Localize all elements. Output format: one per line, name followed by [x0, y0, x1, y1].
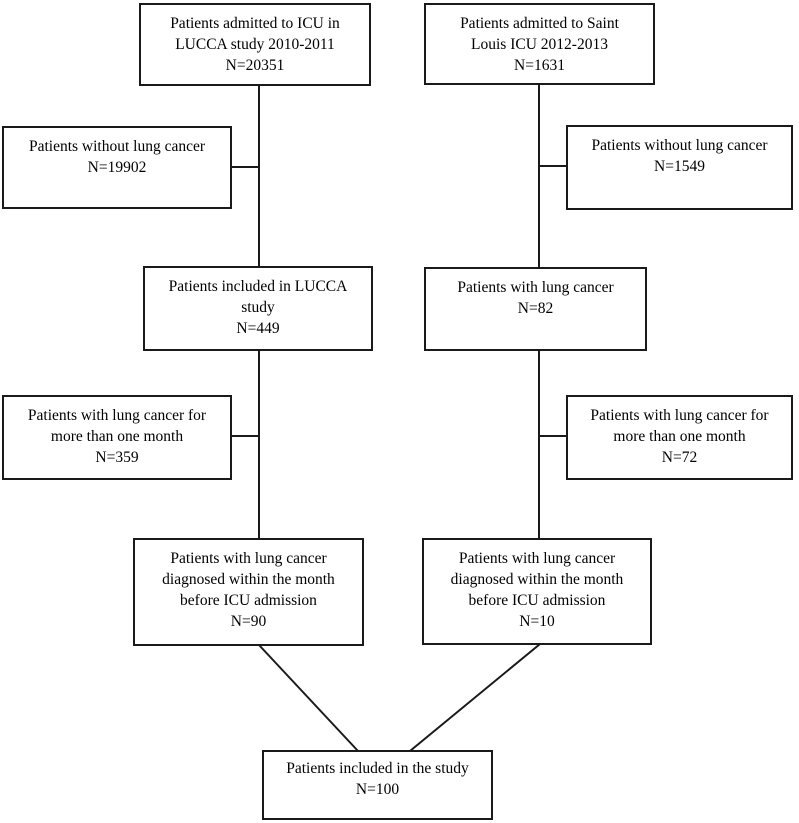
text-line: before ICU admission — [468, 592, 606, 609]
node-lucca-included: Patients included in LUCCA study N=449 — [143, 266, 373, 351]
text-line: Louis ICU 2012-2013 — [471, 36, 608, 53]
text-line: Patients without lung cancer — [28, 138, 206, 155]
text-line: N=1631 — [514, 57, 565, 74]
text-line: N=100 — [355, 781, 400, 798]
text-line: diagnosed within the month — [162, 571, 335, 588]
text-line: N=20351 — [225, 57, 285, 74]
node-lucca-without-lung-cancer: Patients without lung cancer N=19902 — [2, 126, 232, 209]
text-line: N=82 — [517, 300, 554, 317]
text-line: Patients with lung cancer — [457, 279, 614, 296]
connector-saint-louis-diagnosed-to-final — [409, 643, 541, 752]
node-saint-louis-without-lung-cancer: Patients without lung cancer N=1549 — [566, 125, 793, 210]
node-lucca-diagnosed-within-month: Patients with lung cancer diagnosed with… — [133, 538, 364, 646]
text-line: N=19902 — [87, 159, 147, 176]
text-line: LUCCA study 2010-2011 — [175, 36, 335, 53]
text-line: diagnosed within the month — [450, 571, 624, 588]
node-study-included: Patients included in the study N=100 — [262, 750, 493, 820]
text-line: before ICU admission — [180, 592, 317, 609]
text-line: N=90 — [230, 613, 267, 630]
text-line: Patients without lung cancer — [591, 137, 768, 154]
text-line: Patients admitted to Saint — [460, 15, 619, 32]
text-line: N=1549 — [654, 158, 705, 175]
text-line: Patients included in LUCCA — [168, 278, 348, 295]
text-line: Patients with lung cancer — [458, 550, 616, 567]
node-saint-louis-diagnosed-within-month: Patients with lung cancer diagnosed with… — [422, 538, 652, 645]
node-lucca-cancer-more-than-month: Patients with lung cancer for more than … — [2, 395, 232, 480]
text-line: more than one month — [613, 428, 746, 445]
text-line: N=449 — [236, 320, 280, 337]
text-line: N=72 — [661, 449, 698, 466]
node-lucca-admitted: Patients admitted to ICU in LUCCA study … — [139, 3, 371, 86]
node-saint-louis-admitted: Patients admitted to Saint Louis ICU 201… — [424, 3, 655, 85]
connector-lucca-diagnosed-to-final — [258, 644, 359, 752]
text-line: Patients with lung cancer for — [590, 407, 769, 424]
text-line: more than one month — [50, 428, 184, 445]
text-line: Patients included in the study — [286, 760, 469, 777]
text-line: N=10 — [519, 613, 555, 630]
text-line: N=359 — [95, 449, 139, 466]
node-saint-louis-cancer-more-than-month: Patients with lung cancer for more than … — [566, 395, 793, 480]
text-line: Patients with lung cancer for — [27, 407, 207, 424]
text-line: Patients admitted to ICU in — [170, 15, 340, 32]
node-saint-louis-with-lung-cancer: Patients with lung cancer N=82 — [424, 267, 647, 351]
text-line: Patients with lung cancer — [170, 550, 327, 567]
text-line: study — [241, 299, 275, 316]
